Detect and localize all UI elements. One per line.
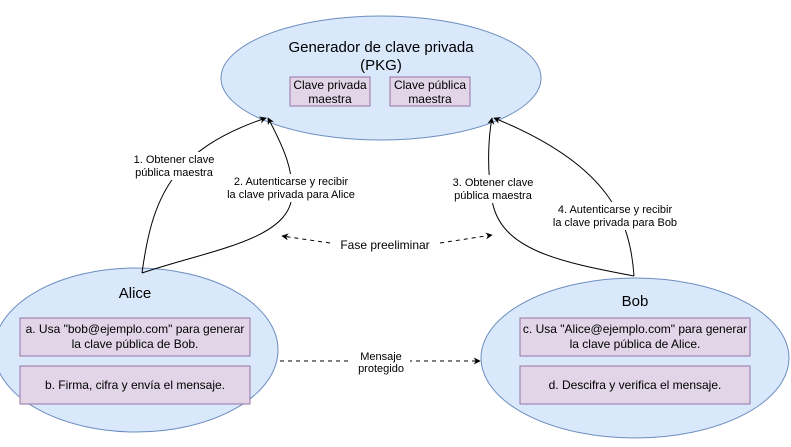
- alice-step-a-box: [19, 317, 251, 357]
- alice-step-b-box: [19, 365, 251, 405]
- pkg-title-line2: (PKG): [360, 57, 402, 74]
- alice-name: Alice: [119, 285, 152, 302]
- alice-step-b-text: b. Firma, cifra y envía el mensaje.: [45, 378, 225, 392]
- bob-step-c-line2: la clave pública de Alice.: [570, 337, 701, 351]
- phase-arrow-right: [439, 232, 493, 244]
- pkg-node: [220, 15, 542, 141]
- pkg-title-line1: Generador de clave privada: [288, 39, 474, 56]
- bob-step-d-box: [519, 365, 751, 405]
- master-private-key-line1: Clave privada: [293, 78, 367, 92]
- edge-2-label-line1: 2. Autenticarse y recibir: [234, 176, 349, 188]
- edge-3-label-line1: 3. Obtener clave: [453, 177, 534, 189]
- phase-label: Fase preeliminar: [340, 238, 429, 252]
- edge-3-label-line2: pública maestra: [454, 190, 533, 202]
- bob-name: Bob: [622, 293, 649, 310]
- message-label-line2: protegido: [358, 363, 404, 375]
- edge-2-alice-get-private: [141, 117, 293, 274]
- edge-4-label-line1: 4. Autenticarse y recibir: [558, 204, 673, 216]
- master-public-key-box: [389, 76, 471, 107]
- alice-step-a-line2: la clave pública de Bob.: [72, 337, 199, 351]
- bob-step-d-text: d. Descifra y verifica el mensaje.: [549, 378, 722, 392]
- edge-1-label-line1: 1. Obtener clave: [134, 154, 215, 166]
- master-private-key-line2: maestra: [308, 92, 352, 106]
- edge-4-bob-get-private: [493, 117, 635, 277]
- bob-step-c-line1: c. Usa "Alice@ejemplo.com" para generar: [523, 322, 747, 336]
- master-public-key-line1: Clave pública: [394, 78, 466, 92]
- edge-1-alice-get-master-public: [141, 116, 267, 274]
- master-private-key-box: [289, 76, 371, 107]
- message-label-line1: Mensaje: [360, 351, 402, 363]
- master-public-key-line2: maestra: [408, 92, 452, 106]
- edge-1-label-line2: pública maestra: [135, 167, 214, 179]
- edge-4-label-line2: la clave privada para Bob: [553, 217, 677, 229]
- edge-3-bob-get-master-public: [487, 117, 635, 277]
- bob-step-c-box: [519, 317, 751, 357]
- edge-2-label-line2: la clave privada para Alice: [227, 189, 355, 201]
- alice-step-a-line1: a. Usa "bob@ejemplo.com" para generar: [26, 322, 245, 336]
- phase-arrow-left: [281, 233, 331, 244]
